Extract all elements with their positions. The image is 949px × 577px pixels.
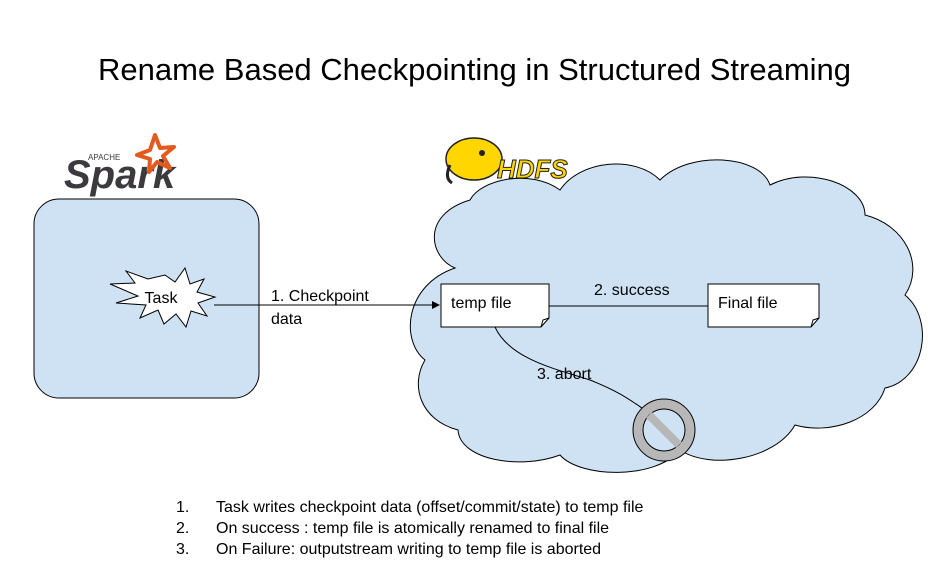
- elephant-trunk-icon: [445, 164, 453, 185]
- diagram-title: Rename Based Checkpointing in Structured…: [97, 52, 852, 87]
- temp-file-box: [440, 283, 550, 328]
- hdfs-logo: HDFS: [445, 137, 569, 185]
- step-text: On success : temp file is atomically ren…: [216, 520, 610, 537]
- step-text: Task writes checkpoint data (offset/comm…: [216, 499, 644, 516]
- step-item: 3. On Failure: outputstream writing to t…: [176, 539, 643, 560]
- hdfs-cloud: [409, 159, 923, 473]
- steps-list: 1. Task writes checkpoint data (offset/c…: [176, 497, 643, 560]
- elephant-eye-icon: [479, 150, 485, 156]
- final-file-box: [707, 283, 820, 328]
- step-number: 1.: [176, 499, 190, 516]
- step-item: 1. Task writes checkpoint data (offset/c…: [176, 497, 643, 518]
- final-file-fold: [810, 317, 820, 328]
- spark-logo-tag: APACHE: [88, 153, 120, 162]
- checkpoint-edge-label-2: data: [271, 311, 302, 328]
- success-edge-label: 2. success: [594, 282, 670, 299]
- abort-edge-label: 3. abort: [537, 366, 592, 383]
- final-file-label: Final file: [718, 295, 778, 312]
- task-starburst: [109, 266, 217, 329]
- temp-file-label: temp file: [451, 295, 512, 312]
- prohibited-icon: [632, 398, 696, 462]
- step-number: 2.: [176, 520, 190, 537]
- checkpoint-edge-label-1: 1. Checkpoint: [271, 288, 369, 305]
- step-text: On Failure: outputstream writing to temp…: [216, 541, 602, 558]
- hadoop-elephant-icon: [445, 137, 503, 181]
- task-label: Task: [145, 290, 179, 307]
- step-number: 3.: [176, 541, 190, 558]
- spark-logo-text: Spark: [64, 153, 177, 197]
- abort-curve: [494, 326, 646, 411]
- spark-logo: APACHE Spark: [64, 133, 177, 197]
- spark-star-icon: [135, 133, 176, 174]
- temp-file-fold: [540, 317, 550, 328]
- step-item: 2. On success : temp file is atomically …: [176, 518, 643, 539]
